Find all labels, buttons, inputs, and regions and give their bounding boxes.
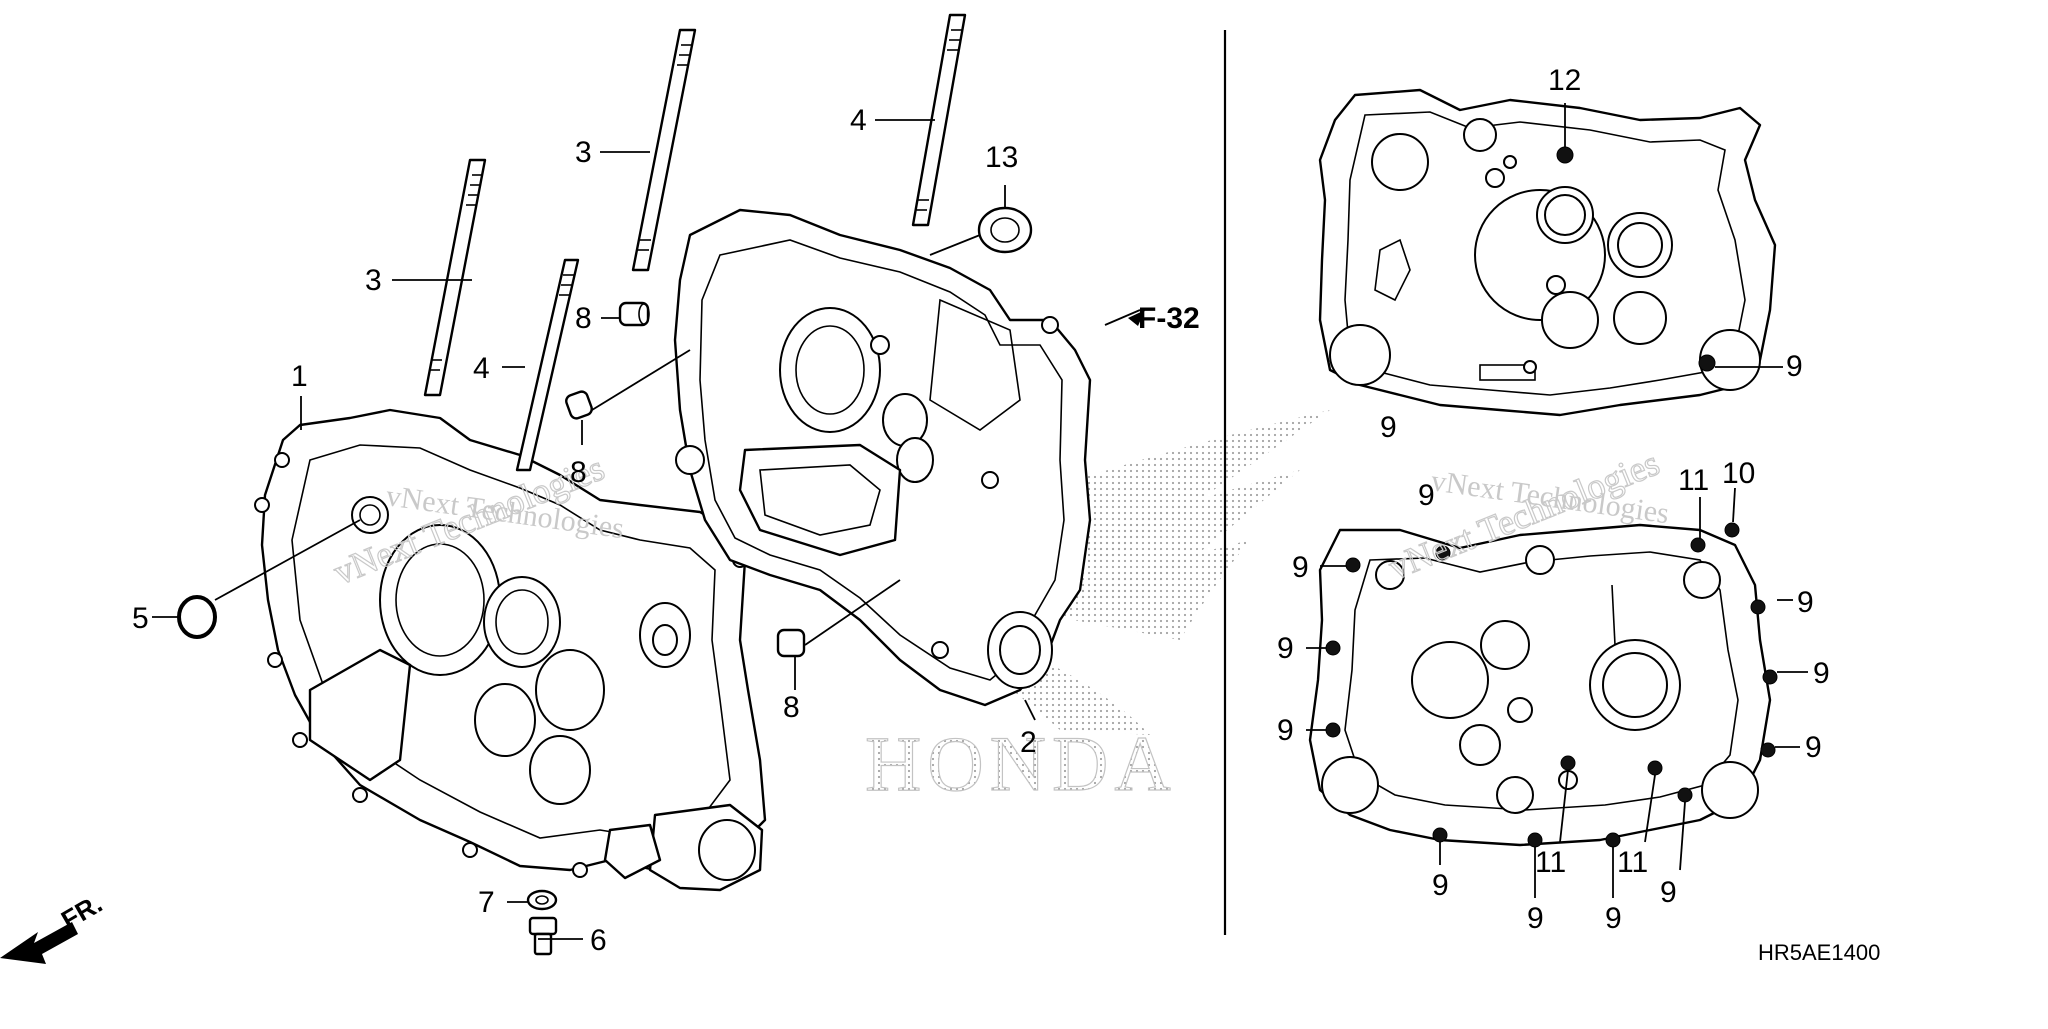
callout-9-bottom-2: 9 xyxy=(1527,902,1544,935)
callout-9-right-3: 9 xyxy=(1805,731,1822,764)
callout-9-left-3: 9 xyxy=(1277,714,1294,747)
callout-1: 1 xyxy=(291,360,308,393)
washer-7 xyxy=(526,889,558,911)
callout-11-bottom-right: 11 xyxy=(1617,846,1648,879)
callout-7: 7 xyxy=(478,886,495,919)
callout-9-bottom-1: 9 xyxy=(1432,869,1449,902)
callout-8-bottom: 8 xyxy=(783,691,800,724)
stud-bolt-3-left xyxy=(423,158,487,397)
reference-arrow: F-32 xyxy=(1128,302,1200,335)
front-indicator: FR. xyxy=(0,888,107,964)
callout-3-right: 3 xyxy=(575,136,592,169)
callout-11-top: 11 xyxy=(1678,464,1709,497)
case-face-view-lower xyxy=(1308,522,1778,848)
callout-9-upper-right: 9 xyxy=(1786,350,1803,383)
callout-5: 5 xyxy=(132,602,149,635)
stud-bolt-3-right xyxy=(631,28,697,272)
callout-9-bottom-4: 9 xyxy=(1660,876,1677,909)
reference-label: F-32 xyxy=(1138,302,1200,335)
callout-12: 12 xyxy=(1548,64,1581,97)
callout-9-left-2: 9 xyxy=(1277,632,1294,665)
callout-9-upper-left: 9 xyxy=(1380,411,1397,444)
callout-3-left: 3 xyxy=(365,264,382,297)
callout-9-top-left: 9 xyxy=(1418,479,1435,512)
callout-9-right-1: 9 xyxy=(1797,586,1814,619)
dowel-pin-8-mid xyxy=(565,390,593,420)
callout-11-bottom-left: 11 xyxy=(1535,846,1566,879)
case-face-view-upper xyxy=(1318,88,1777,417)
face-view-leaders xyxy=(1306,487,1808,898)
oil-seal-13 xyxy=(977,206,1033,254)
drain-bolt-6 xyxy=(528,916,558,956)
left-crankcase xyxy=(254,408,767,892)
stud-bolt-4-left xyxy=(515,258,580,472)
callout-6: 6 xyxy=(590,924,607,957)
callout-4-right: 4 xyxy=(850,104,867,137)
right-crankcase xyxy=(673,208,1092,707)
callout-9-bottom-3: 9 xyxy=(1605,902,1622,935)
callout-8-mid: 8 xyxy=(570,456,587,489)
callout-9-left-1: 9 xyxy=(1292,551,1309,584)
callout-10: 10 xyxy=(1722,457,1755,490)
callout-labels: 1 2 3 3 4 4 5 6 7 8 8 8 13 12 9 9 9 9 9 … xyxy=(132,64,1830,957)
stud-bolt-4-right xyxy=(911,13,967,227)
diagram-code: HR5AE1400 xyxy=(1758,940,1880,965)
callout-9-right-2: 9 xyxy=(1813,657,1830,690)
dowel-pin-8-bottom xyxy=(776,628,806,658)
o-ring-5 xyxy=(177,595,217,639)
leader-lines xyxy=(152,103,1783,940)
dowel-pin-8-top xyxy=(618,301,650,327)
callout-8-top: 8 xyxy=(575,302,592,335)
callout-2: 2 xyxy=(1020,726,1037,759)
watermark-brand: HONDA xyxy=(865,720,1177,807)
callout-13: 13 xyxy=(985,141,1018,174)
callout-4-left: 4 xyxy=(473,352,490,385)
